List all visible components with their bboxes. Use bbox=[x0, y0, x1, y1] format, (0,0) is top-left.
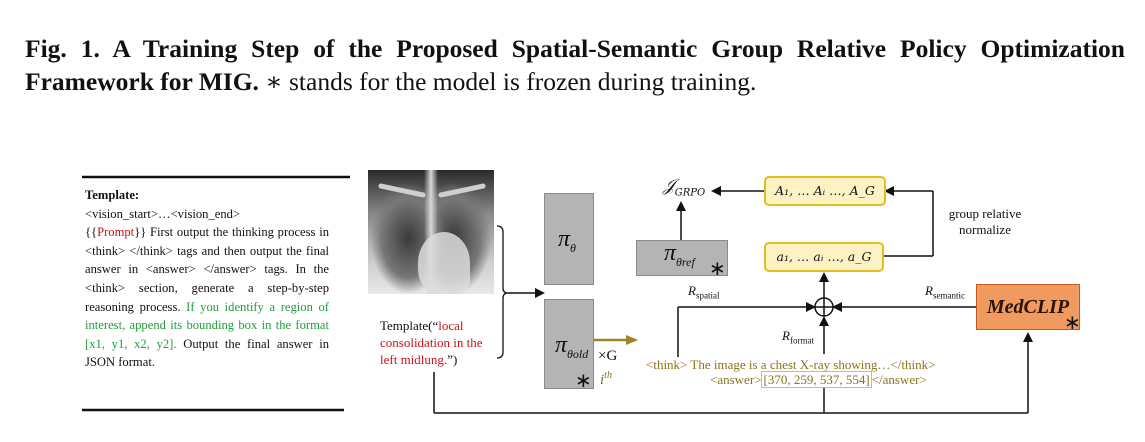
policy-label: πθ bbox=[558, 226, 576, 255]
template-call: Template(“local consolidation in the lef… bbox=[380, 317, 495, 368]
old-policy-label: πθold bbox=[555, 332, 589, 361]
policy-model-box bbox=[544, 193, 594, 285]
template-title: Template: bbox=[85, 188, 140, 202]
old-policy-frozen-mark: ∗ bbox=[575, 368, 592, 392]
medclip-frozen-mark: ∗ bbox=[1064, 310, 1081, 334]
grpo-objective: 𝒥GRPO bbox=[663, 176, 706, 199]
caption-normal: ∗ stands for the model is frozen during … bbox=[265, 67, 757, 96]
medclip-model-box: MedCLIP bbox=[976, 284, 1080, 330]
template-text-a: First output the thinking process in <th… bbox=[85, 225, 329, 314]
group-normalize-label: group relative normalize bbox=[948, 206, 1022, 237]
group-size-label: ×G bbox=[598, 348, 618, 364]
spatial-reward-label: Rspatial bbox=[688, 283, 720, 301]
figure-caption: Fig. 1. A Training Step of the Proposed … bbox=[25, 32, 1125, 98]
rewards-box: a₁, … aᵢ …, a_G bbox=[764, 242, 884, 272]
template-call-prefix: Template(“ bbox=[380, 318, 439, 333]
advantages-box: A₁, … Aᵢ …, A_G bbox=[764, 176, 886, 206]
ith-sample-label: ith bbox=[600, 370, 612, 388]
output-answer-line: <answer>[370, 259, 537, 554]</answer> bbox=[710, 371, 927, 388]
input-brace bbox=[496, 225, 509, 359]
template-call-query: local consolidation in the left midlung. bbox=[380, 318, 483, 367]
semantic-reward-label: Rsemantic bbox=[925, 283, 965, 301]
caption-bold: Fig. 1. A Training Step of the Proposed … bbox=[25, 34, 1125, 96]
template-body: {{Prompt}} First output the thinking pro… bbox=[85, 223, 329, 372]
prompt-close: }} bbox=[134, 225, 147, 240]
old-policy-box bbox=[544, 299, 594, 389]
medclip-label: MedCLIP bbox=[986, 296, 1070, 318]
reference-policy-box bbox=[636, 240, 728, 276]
template-bbox-instruction: If you identify a region of interest, ap… bbox=[85, 299, 329, 351]
chest-xray-image bbox=[368, 170, 494, 294]
template-vision-line: <vision_start>…<vision_end> bbox=[85, 206, 241, 221]
output-think-line: <think> The image is a chest X-ray showi… bbox=[646, 357, 936, 373]
reference-policy-label: πθref bbox=[664, 240, 695, 269]
template-text-b: Output the final answer in JSON format. bbox=[85, 336, 329, 370]
template-block: Template: <vision_start>…<vision_end> {{… bbox=[85, 186, 329, 372]
prompt-placeholder: Prompt bbox=[97, 225, 135, 240]
format-reward-label: Rformat bbox=[782, 328, 814, 346]
template-call-suffix: ”) bbox=[447, 352, 458, 367]
prompt-open: {{ bbox=[85, 225, 98, 240]
output-bbox: [370, 259, 537, 554] bbox=[761, 371, 872, 388]
ref-policy-frozen-mark: ∗ bbox=[709, 256, 726, 280]
